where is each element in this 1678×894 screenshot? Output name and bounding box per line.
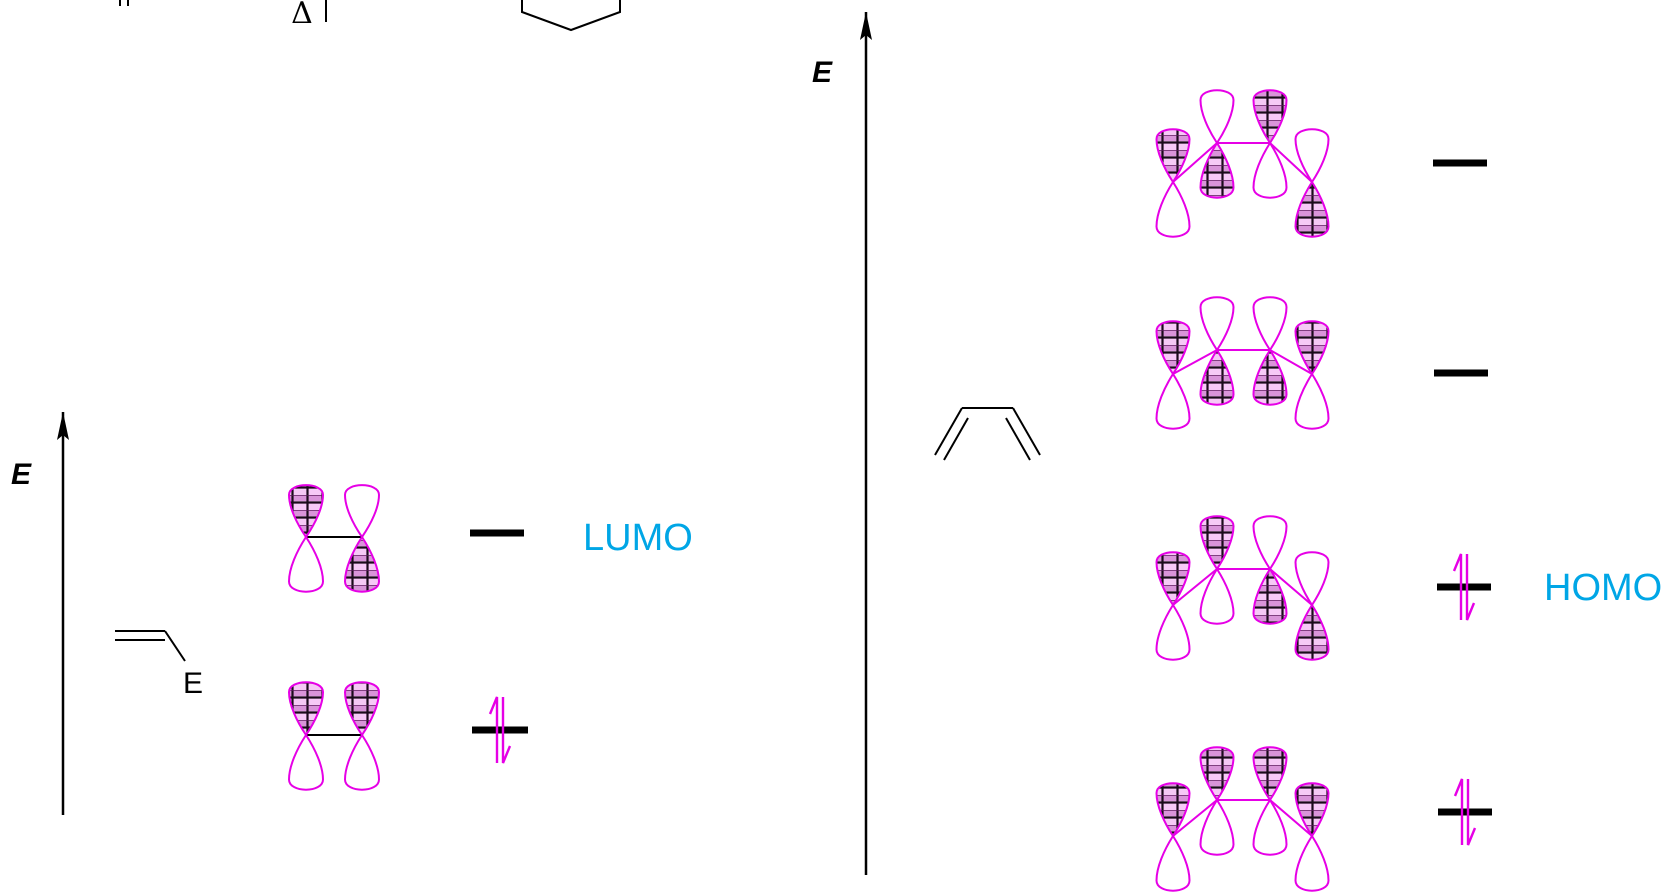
shaded-lobe xyxy=(1155,782,1191,838)
shaded-lobe xyxy=(1294,603,1330,661)
electron-pair-arrows-diene xyxy=(1452,553,1477,846)
open-lobe xyxy=(287,535,325,593)
diene-structure xyxy=(934,407,1041,461)
open-lobe xyxy=(343,484,381,539)
shaded-lobe xyxy=(287,484,325,539)
left-energy-axis xyxy=(57,412,69,815)
open-lobe xyxy=(1294,128,1330,184)
shaded-lobe xyxy=(1199,515,1235,571)
heat-symbol: Δ xyxy=(291,0,313,31)
open-lobe xyxy=(1155,372,1191,430)
shaded-lobe xyxy=(1252,348,1288,406)
open-lobe xyxy=(1294,834,1330,892)
open-lobe xyxy=(1199,89,1235,145)
shaded-lobe xyxy=(1199,746,1235,802)
open-lobe xyxy=(1252,141,1288,199)
shaded-lobe xyxy=(287,681,325,737)
shaded-lobe xyxy=(1294,782,1330,838)
shaded-lobe xyxy=(343,681,381,737)
dienophile-orbitals xyxy=(287,484,381,791)
left-energy-label: E xyxy=(11,458,32,491)
open-lobe xyxy=(1252,798,1288,856)
open-lobe xyxy=(1155,834,1191,892)
right-energy-axis xyxy=(860,12,872,875)
open-lobe xyxy=(1155,180,1191,238)
shaded-lobe xyxy=(1155,551,1191,607)
homo-label: HOMO xyxy=(1544,567,1662,609)
shaded-lobe xyxy=(1199,348,1235,406)
open-lobe xyxy=(1294,372,1330,430)
open-lobe xyxy=(1294,551,1330,607)
open-lobe xyxy=(343,733,381,791)
open-lobe xyxy=(1252,515,1288,571)
open-lobe xyxy=(1199,798,1235,856)
shaded-lobe xyxy=(343,535,381,593)
open-lobe xyxy=(1199,296,1235,352)
shaded-lobe xyxy=(1252,746,1288,802)
top-reaction-fragment: Δ xyxy=(119,0,621,32)
lumo-label: LUMO xyxy=(583,517,693,559)
shaded-lobe xyxy=(1199,141,1235,199)
open-lobe xyxy=(1252,296,1288,352)
open-lobe xyxy=(287,733,325,791)
shaded-lobe xyxy=(1155,128,1191,184)
shaded-lobe xyxy=(1155,320,1191,376)
right-energy-label: E xyxy=(812,56,833,89)
open-lobe xyxy=(1155,603,1191,661)
shaded-lobe xyxy=(1294,320,1330,376)
shaded-lobe xyxy=(1252,89,1288,145)
open-lobe xyxy=(1199,567,1235,625)
diene-orbitals xyxy=(1155,89,1330,892)
shaded-lobe xyxy=(1252,567,1288,625)
dienophile-structure xyxy=(115,630,186,662)
electron-pair-arrows xyxy=(488,696,512,764)
substituent-label: E xyxy=(183,667,203,700)
shaded-lobe xyxy=(1294,180,1330,238)
